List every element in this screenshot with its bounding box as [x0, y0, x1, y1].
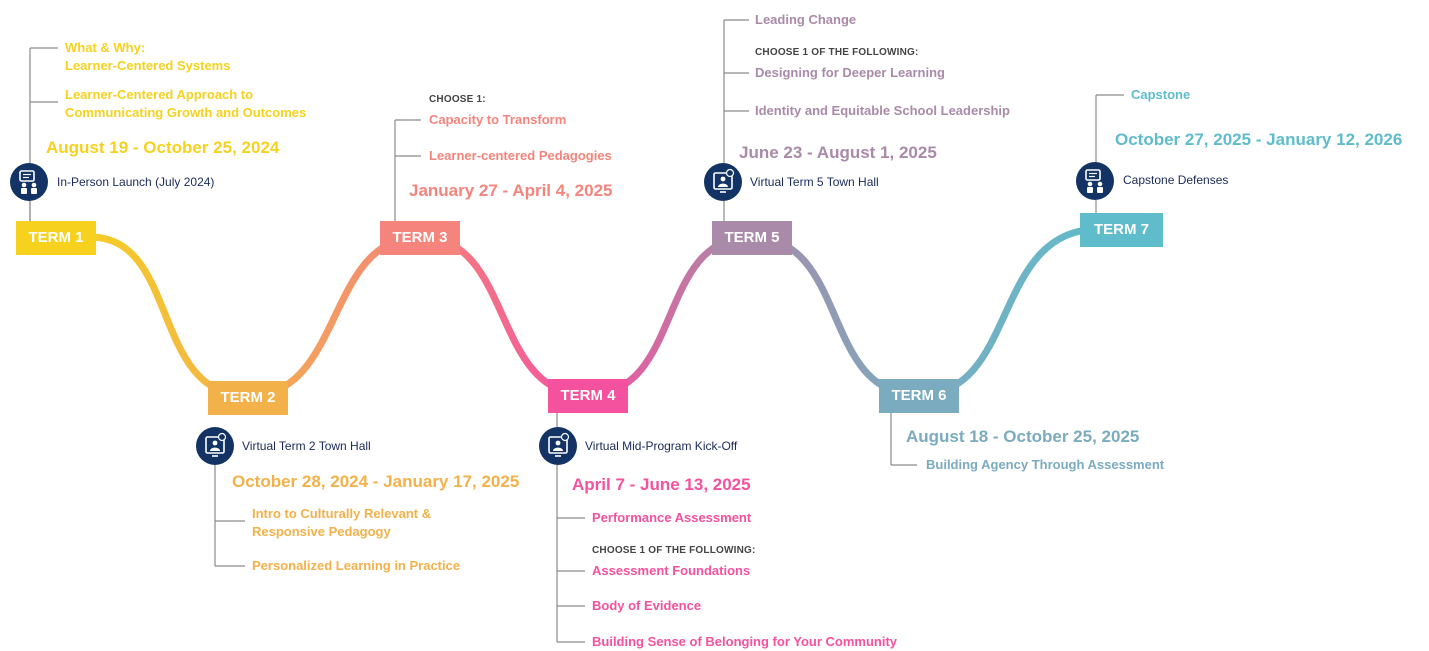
term-4-dates: April 7 - June 13, 2025	[572, 475, 751, 494]
term-4-event: Virtual Mid-Program Kick-Off	[585, 439, 738, 453]
term-2-event: Virtual Term 2 Town Hall	[242, 439, 371, 453]
term-7-dates: October 27, 2025 - January 12, 2026	[1115, 130, 1403, 149]
term-5-choose-label: CHOOSE 1 OF THE FOLLOWING:	[755, 47, 919, 58]
term-5-elective-2: Identity and Equitable School Leadership	[755, 103, 1010, 118]
term-6-course-1: Building Agency Through Assessment	[926, 457, 1165, 472]
term-2-course-1: Intro to Culturally Relevant & Responsiv…	[252, 506, 432, 539]
term-5-event: Virtual Term 5 Town Hall	[750, 175, 879, 189]
term-5-course-1: Leading Change	[755, 12, 857, 27]
term-7-box: TERM 7	[1080, 213, 1163, 247]
term-4-box: TERM 4	[548, 379, 628, 413]
term-2-course-2: Personalized Learning in Practice	[252, 558, 461, 573]
connector-lines	[29, 19, 1124, 643]
term-1-box: TERM 1	[16, 221, 96, 255]
term-6-dates: August 18 - October 25, 2025	[906, 427, 1140, 446]
term-1-course-1: What & Why: Learner-Centered Systems	[65, 40, 231, 73]
term-4-choose-label: CHOOSE 1 OF THE FOLLOWING:	[592, 545, 756, 556]
virtual-meeting-icon	[539, 427, 577, 465]
term-4-course-1: Performance Assessment	[592, 510, 752, 525]
in-person-presentation-icon	[1076, 162, 1114, 200]
term-1-dates: August 19 - October 25, 2024	[46, 138, 280, 157]
term-3-box: TERM 3	[380, 221, 460, 255]
term-4-elective-2: Body of Evidence	[592, 598, 702, 613]
term-2-dates: October 28, 2024 - January 17, 2025	[232, 472, 520, 491]
term-6-box: TERM 6	[879, 379, 959, 413]
virtual-meeting-icon	[196, 427, 234, 465]
term-5-elective-1: Designing for Deeper Learning	[755, 65, 945, 80]
term-4-elective-3: Building Sense of Belonging for Your Com…	[592, 634, 898, 649]
term-4-elective-1: Assessment Foundations	[592, 563, 751, 578]
wave-path	[86, 225, 1104, 400]
term-7-event: Capstone Defenses	[1123, 173, 1229, 187]
term-7-course-1: Capstone	[1131, 87, 1191, 102]
term-3-choose-label: CHOOSE 1:	[429, 94, 486, 105]
term-1-course-2: Learner-Centered Approach to Communicati…	[65, 87, 307, 120]
term-1-event: In-Person Launch (July 2024)	[57, 175, 215, 189]
term-3-course-1: Capacity to Transform	[429, 112, 567, 127]
term-3-course-2: Learner-centered Pedagogies	[429, 148, 612, 163]
in-person-presentation-icon	[10, 163, 48, 201]
term-3-dates: January 27 - April 4, 2025	[409, 181, 613, 200]
term-5-box: TERM 5	[712, 221, 792, 255]
term-5-dates: June 23 - August 1, 2025	[739, 143, 937, 162]
virtual-meeting-icon	[704, 163, 742, 201]
term-2-box: TERM 2	[208, 381, 288, 415]
